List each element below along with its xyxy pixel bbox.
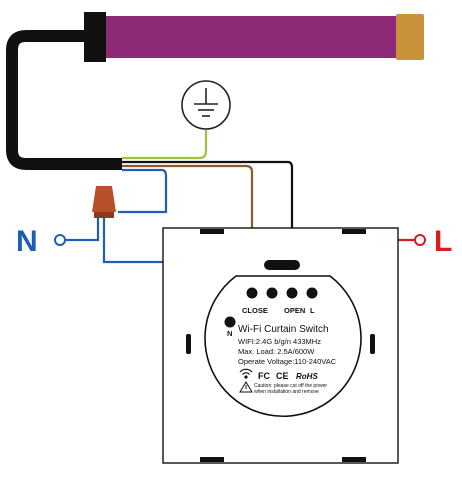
motor-blue-wire: [118, 168, 168, 214]
cert-ce: CE: [276, 371, 289, 381]
module-title: Wi-Fi Curtain Switch: [238, 324, 329, 335]
warning-icon: [239, 381, 253, 393]
open-label: OPEN: [284, 306, 305, 315]
motor-tube: [100, 16, 398, 58]
terminal-open-screw: [286, 287, 298, 299]
motor-end-cap: [396, 14, 424, 60]
black-wire: [122, 160, 294, 291]
terminal-common-screw: [266, 287, 278, 299]
l-label: L: [310, 306, 315, 315]
terminal-block: [224, 287, 318, 328]
cert-fc: FC: [258, 371, 270, 381]
motor-wires: [118, 130, 294, 291]
ground-symbol-icon: [181, 80, 231, 130]
motor-head: [84, 12, 106, 62]
wifi-icon: [239, 368, 253, 379]
spec-wifi: WIFI:2.4G b/g/n 433MHz: [238, 337, 321, 346]
brown-wire: [122, 164, 254, 291]
close-label: CLOSE: [242, 306, 268, 315]
live-label: L: [434, 225, 452, 258]
caution-line2: when installation and remove: [254, 389, 319, 395]
module-outline: [204, 275, 362, 417]
neutral-label: N: [16, 225, 38, 258]
cert-rohs: RoHS: [296, 372, 318, 381]
terminal-n-screw: [224, 316, 236, 328]
terminal-l-screw: [306, 287, 318, 299]
module-tab: [264, 260, 300, 270]
wire-connector-icon: [92, 186, 116, 218]
earth-wire: [122, 130, 208, 160]
neutral-terminal: N: [16, 225, 66, 258]
spec-voltage: Operate Voltage:110-240VAC: [238, 357, 337, 366]
terminal-close-screw: [246, 287, 258, 299]
n-label: N: [227, 329, 232, 338]
curtain-motor: [84, 12, 424, 62]
motor-cable: [5, 30, 122, 170]
spec-load: Max. Load: 2.5A/600W: [238, 347, 315, 356]
caution-line1: Caution: please cut off the power: [254, 383, 327, 389]
